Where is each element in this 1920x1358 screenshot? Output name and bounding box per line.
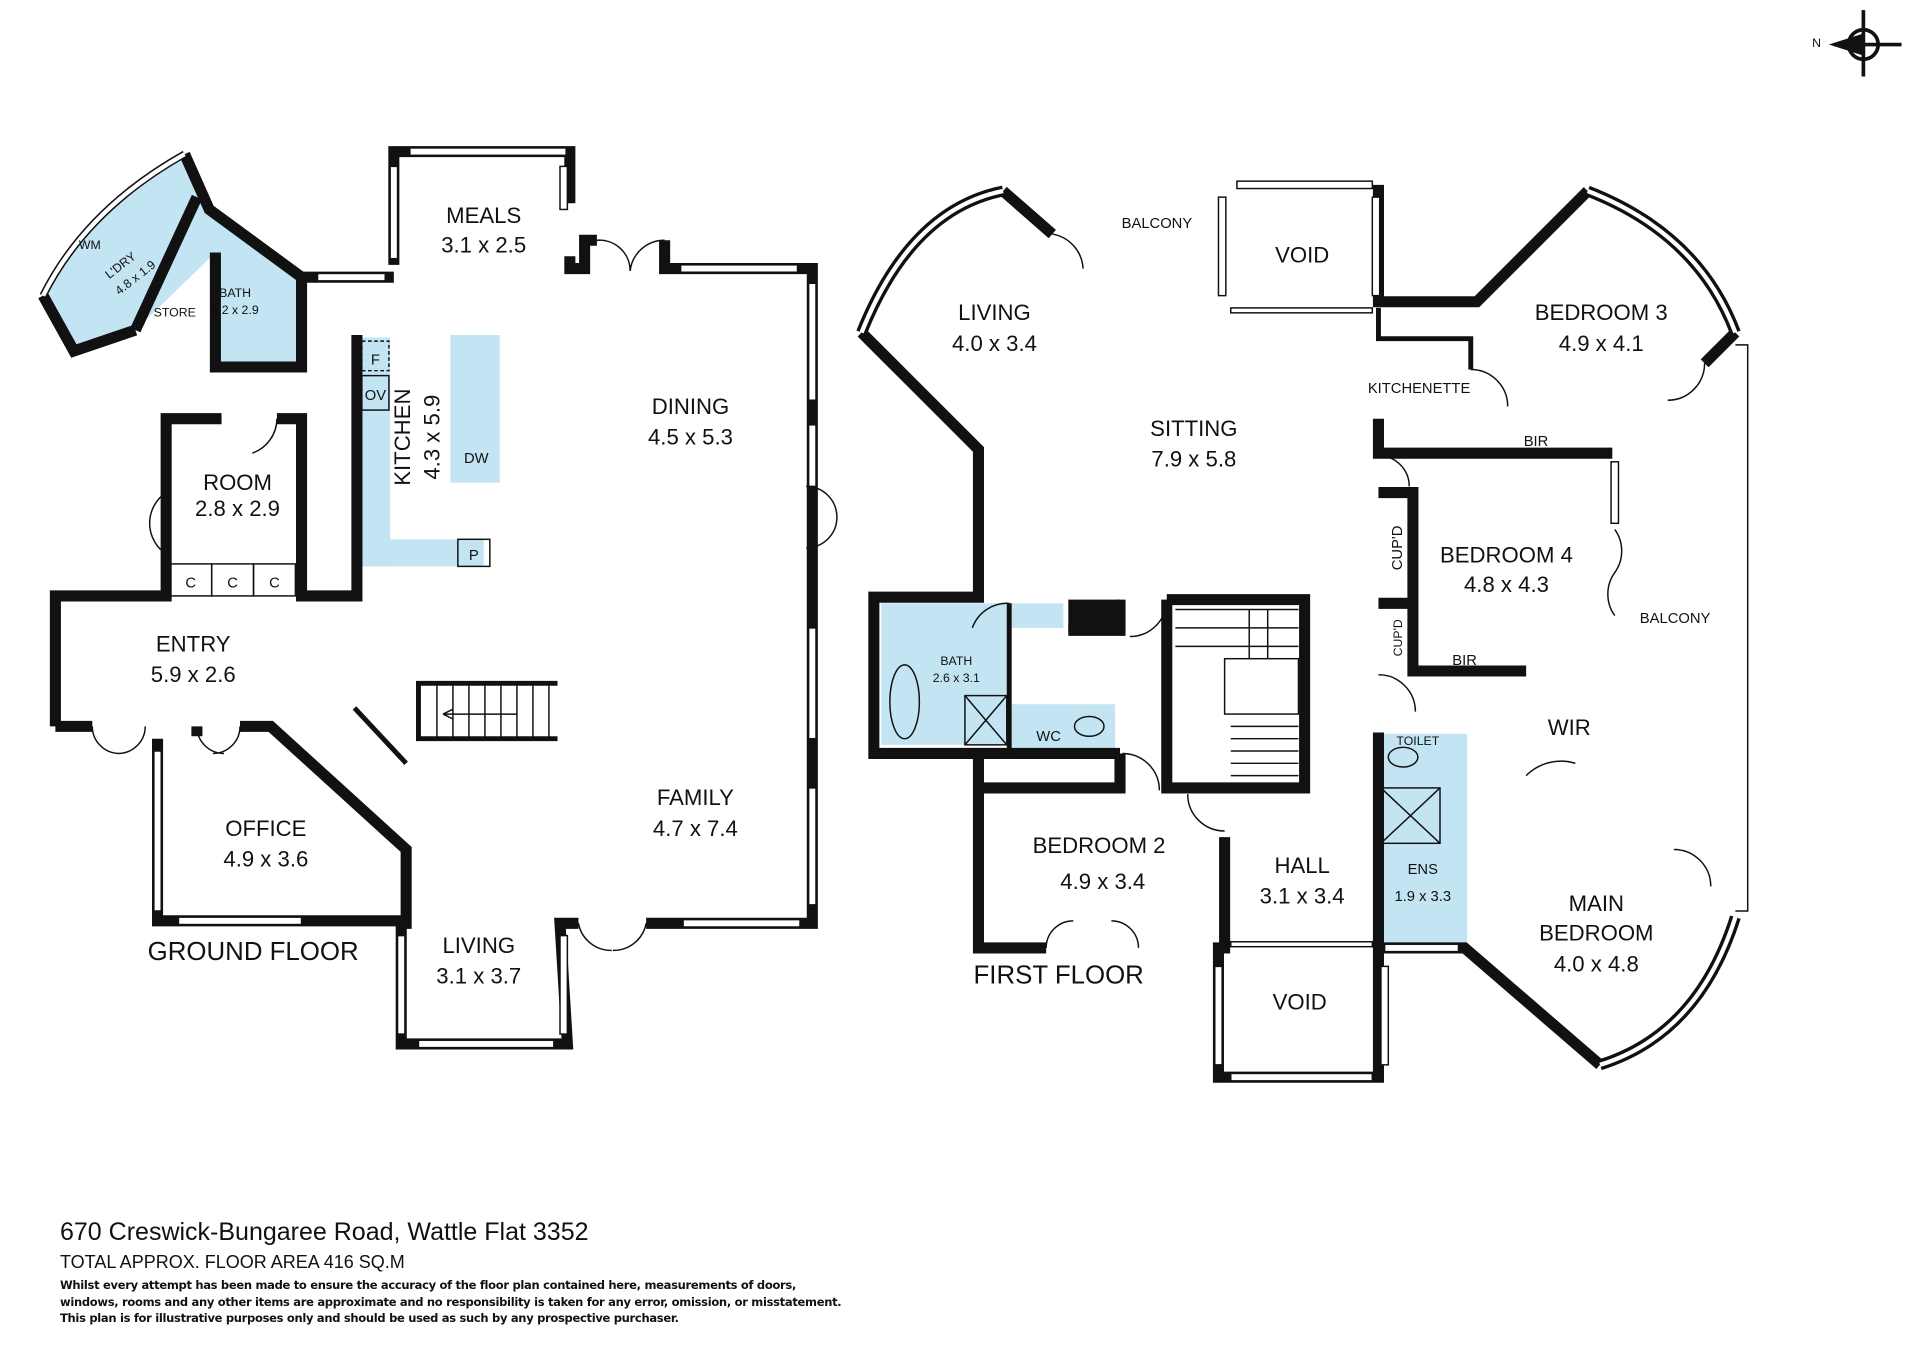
- ensuite-wet-area: [1378, 733, 1468, 943]
- room-size-hall: 3.1 x 3.4: [1260, 884, 1345, 909]
- room-label-living: LIVING: [442, 933, 515, 958]
- room-label-room: ROOM: [203, 470, 272, 495]
- first-floor-plan: BALCONY VOID LIVING 4.0 x 3.4 BEDROOM 3 …: [856, 180, 1749, 1083]
- room-label-living: LIVING: [958, 300, 1031, 325]
- stairs: [1175, 608, 1300, 777]
- disclaimer-line: windows, rooms and any other items are a…: [60, 1294, 842, 1309]
- room-size-bedroom-3: 4.9 x 4.1: [1559, 331, 1644, 356]
- room-size-meals: 3.1 x 2.5: [441, 233, 526, 258]
- room-size-bath: 3.2 x 2.9: [211, 303, 258, 317]
- room-label-toilet: TOILET: [1396, 734, 1439, 748]
- room-label-balcony: BALCONY: [1640, 611, 1711, 627]
- room-label-void: VOID: [1275, 242, 1329, 267]
- room-label-family: FAMILY: [657, 785, 734, 810]
- room-label-kitchen: KITCHEN: [390, 389, 415, 486]
- cupboard-label: C: [269, 575, 280, 591]
- room-size-ensuite: 1.9 x 3.3: [1394, 889, 1451, 905]
- first-floor-title: FIRST FLOOR: [974, 962, 1144, 990]
- room-label-cupboard: CUP'D: [1391, 619, 1405, 656]
- compass-icon: N: [1812, 10, 1902, 77]
- room-label-bath: BATH: [219, 286, 251, 300]
- room-size-dining: 4.5 x 5.3: [648, 425, 733, 450]
- room-size-sitting: 7.9 x 5.8: [1151, 447, 1236, 472]
- cupboard-label: C: [227, 575, 238, 591]
- kitchen-island: [450, 335, 500, 483]
- room-size-bedroom-2: 4.9 x 3.4: [1060, 869, 1145, 894]
- room-label-bedroom-4: BEDROOM 4: [1440, 543, 1573, 568]
- washing-machine-label: WM: [79, 238, 101, 252]
- room-size-family: 4.7 x 7.4: [653, 816, 738, 841]
- room-size-living: 3.1 x 3.7: [436, 964, 521, 989]
- room-label-wir: WIR: [1548, 715, 1591, 740]
- room-size-bedroom-4: 4.8 x 4.3: [1464, 572, 1549, 597]
- bath-wet-area: [881, 603, 1010, 745]
- room-label-ensuite: ENS: [1408, 862, 1438, 878]
- room-label-bedroom-3: BEDROOM 3: [1535, 300, 1668, 325]
- floor-area: TOTAL APPROX. FLOOR AREA 416 SQ.M: [60, 1252, 405, 1272]
- room-size-kitchen: 4.3 x 5.9: [419, 395, 444, 480]
- room-label-main-bedroom: BEDROOM: [1539, 921, 1653, 946]
- room-label-bir: BIR: [1524, 434, 1549, 450]
- pantry-label: P: [469, 548, 479, 564]
- property-address: 670 Creswick-Bungaree Road, Wattle Flat …: [60, 1218, 589, 1246]
- ground-floor-title: GROUND FLOOR: [148, 938, 359, 966]
- dishwasher-label: DW: [464, 451, 489, 467]
- fridge-label: F: [371, 353, 380, 369]
- room-label-balcony: BALCONY: [1122, 216, 1193, 232]
- room-size-living: 4.0 x 3.4: [952, 331, 1037, 356]
- room-label-sitting: SITTING: [1150, 416, 1237, 441]
- room-label-store: STORE: [154, 306, 196, 320]
- room-label-bir: BIR: [1452, 653, 1477, 669]
- room-label-bath: BATH: [940, 654, 972, 668]
- room-label-dining: DINING: [652, 394, 730, 419]
- room-size-bath: 2.6 x 3.1: [933, 671, 980, 685]
- room-label-bedroom-2: BEDROOM 2: [1033, 833, 1166, 858]
- room-label-office: OFFICE: [225, 816, 306, 841]
- room-size-main-bedroom: 4.0 x 4.8: [1554, 951, 1639, 976]
- room-size-room: 2.8 x 2.9: [195, 496, 280, 521]
- room-label-meals: MEALS: [446, 203, 521, 228]
- kitchen-bench-return: [360, 539, 484, 567]
- compass-north-label: N: [1812, 36, 1821, 50]
- room-label-entry: ENTRY: [156, 631, 231, 656]
- room-label-hall: HALL: [1274, 853, 1329, 878]
- ground-floor-plan: MEALS 3.1 x 2.5 KITCHEN 4.3 x 5.9 DINING…: [38, 146, 838, 1050]
- disclaimer-line: This plan is for illustrative purposes o…: [60, 1311, 679, 1325]
- oven-label: OV: [365, 388, 386, 404]
- room-label-main-bedroom: MAIN: [1569, 891, 1624, 916]
- room-label-void: VOID: [1273, 989, 1327, 1014]
- disclaimer-line: Whilst every attempt has been made to en…: [60, 1278, 797, 1292]
- room-size-entry: 5.9 x 2.6: [151, 662, 236, 687]
- cupboard-label: C: [185, 575, 196, 591]
- kitchen-bench: [360, 337, 391, 567]
- room-label-wc: WC: [1036, 729, 1061, 745]
- disclaimer: Whilst every attempt has been made to en…: [60, 1277, 860, 1327]
- room-size-office: 4.9 x 3.6: [223, 847, 308, 872]
- room-label-kitchenette: KITCHENETTE: [1368, 381, 1471, 397]
- room-label-cupboard: CUP'D: [1390, 526, 1406, 571]
- stairs: [416, 680, 558, 742]
